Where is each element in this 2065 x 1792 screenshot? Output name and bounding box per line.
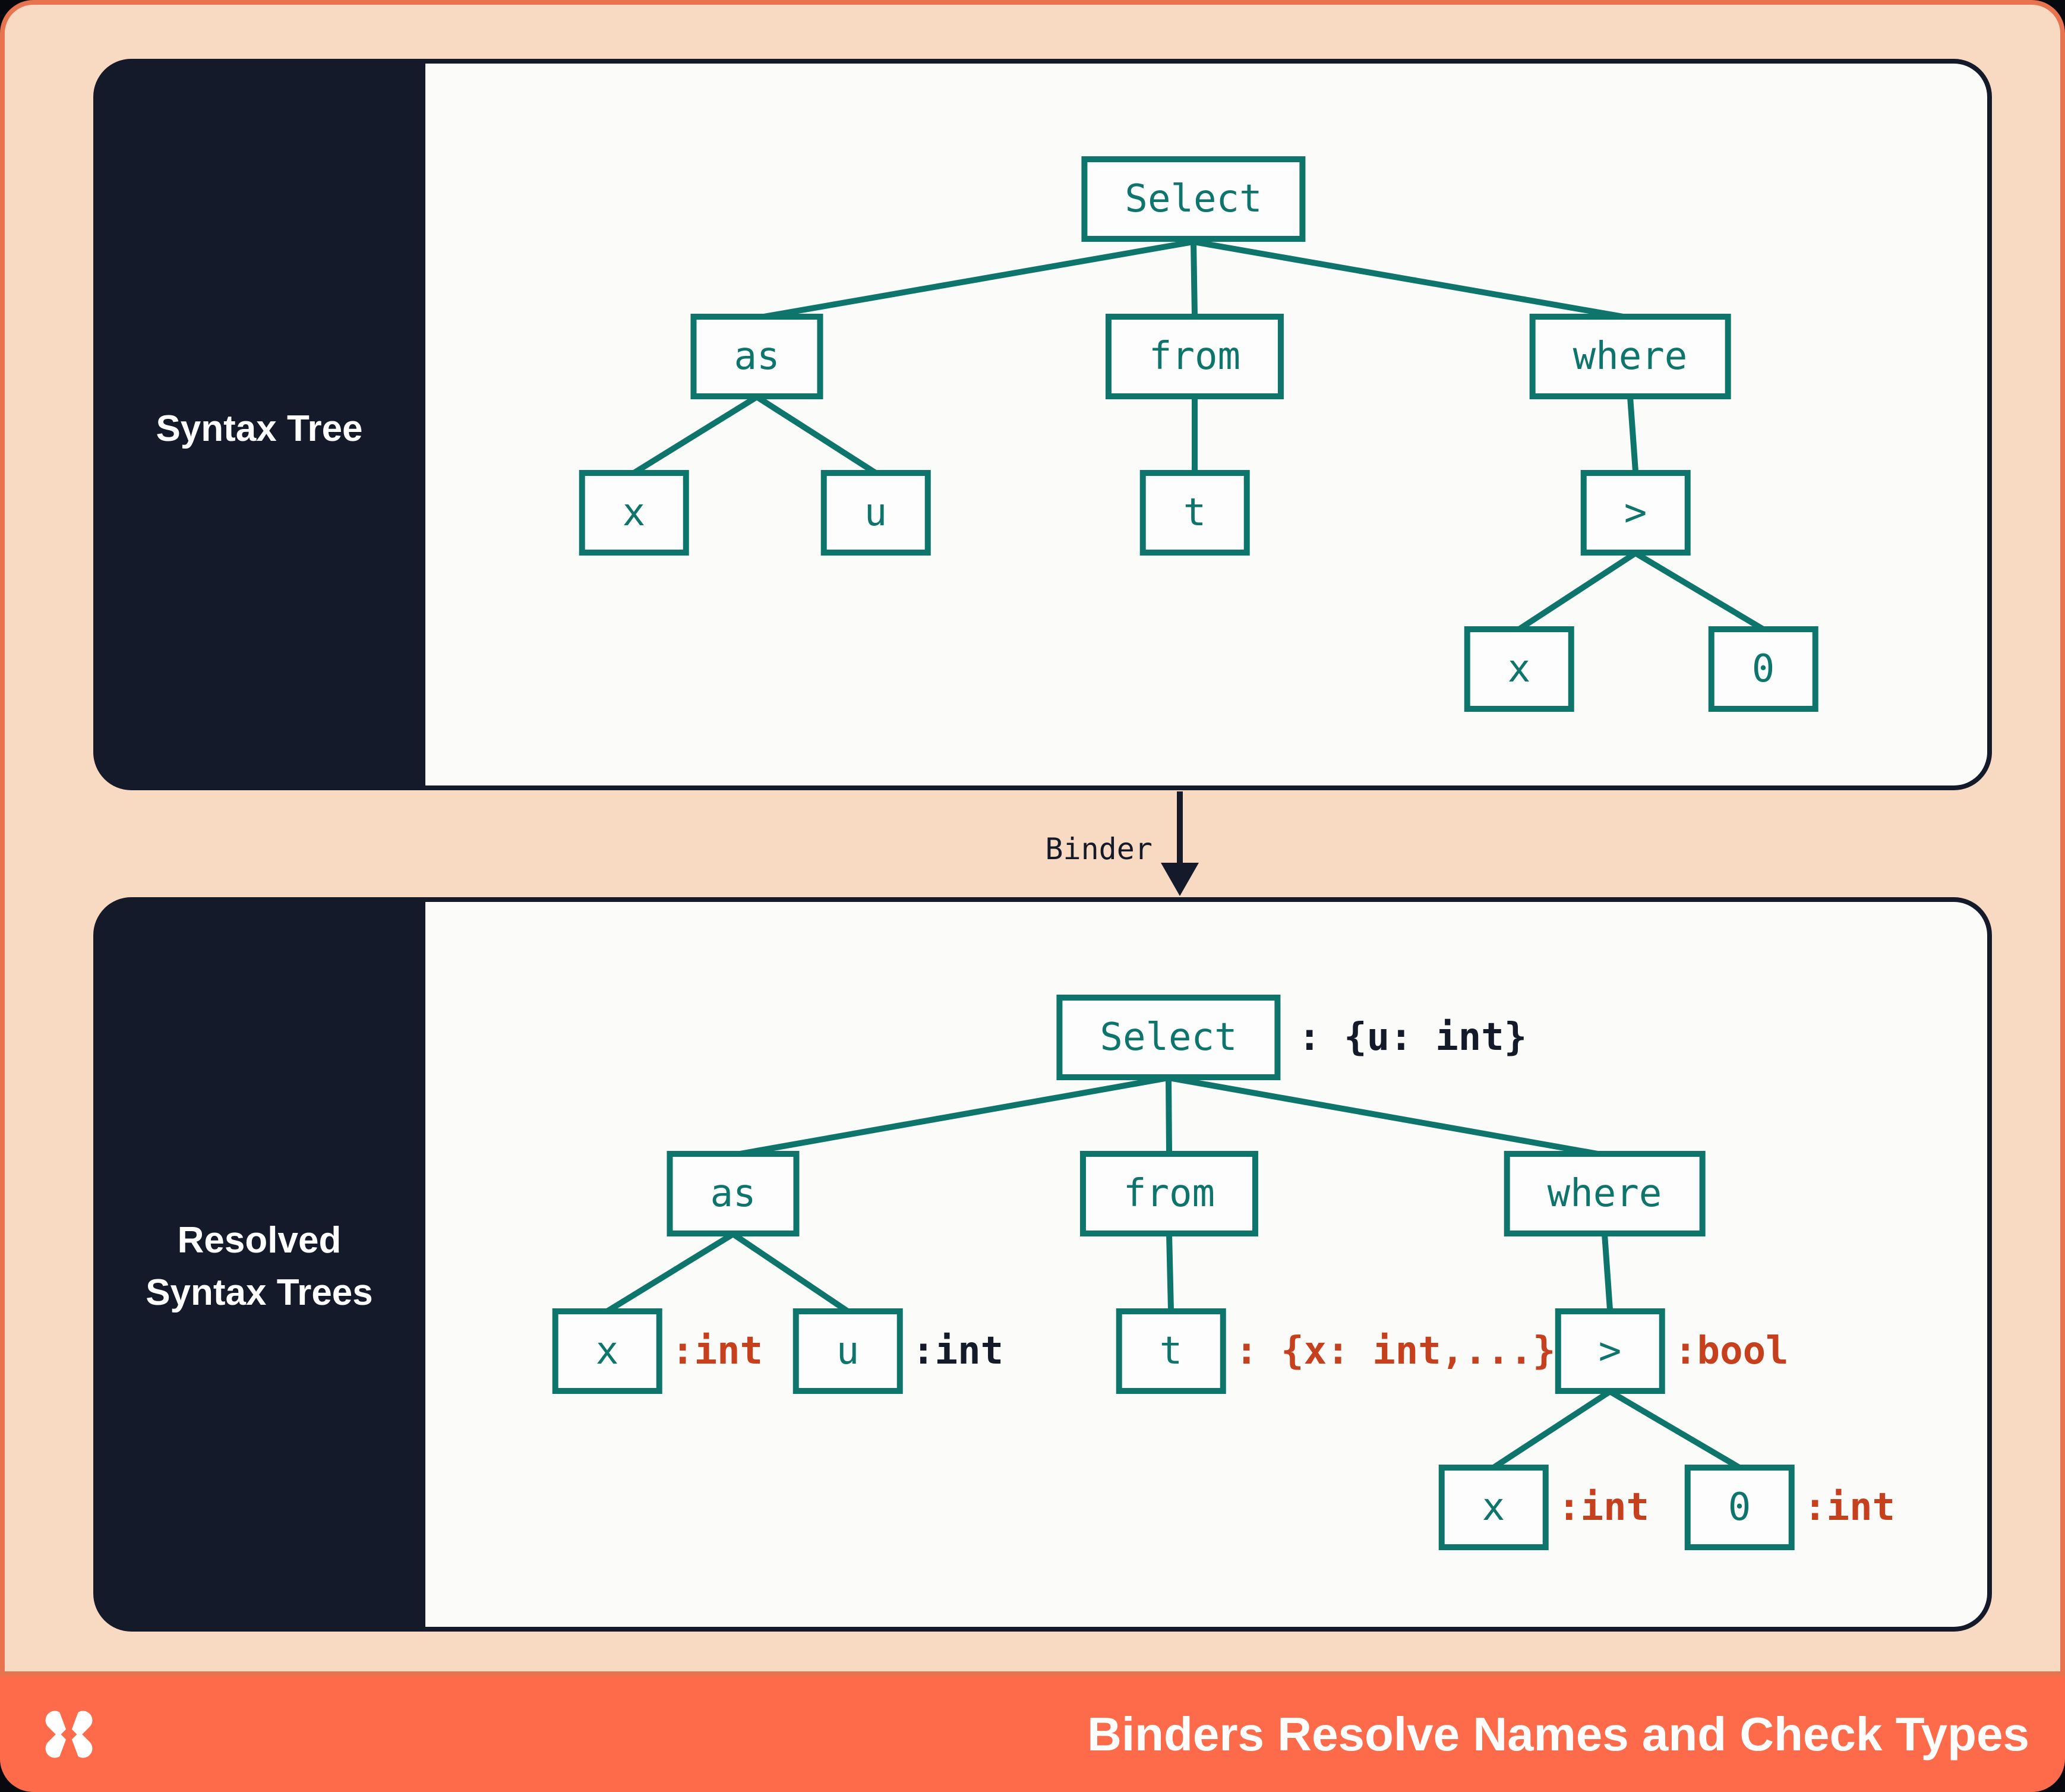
binder-arrow bbox=[1161, 791, 1199, 896]
tree1-node-where: where bbox=[1529, 314, 1731, 399]
tree1-node-t: t bbox=[1139, 470, 1250, 556]
tree2-node-x-left: x bbox=[552, 1308, 662, 1394]
pinwheel-x-logo-icon bbox=[45, 1705, 93, 1763]
tree1-node-gt: > bbox=[1580, 470, 1691, 556]
tree2-node-where: where bbox=[1504, 1151, 1706, 1236]
tree2-node-as: as bbox=[667, 1151, 800, 1236]
tree2-node-gt: > bbox=[1555, 1308, 1665, 1394]
resolved-panel-label: Resolved Syntax Trees bbox=[93, 1214, 425, 1319]
syntax-tree-panel-label: Syntax Tree bbox=[156, 408, 363, 449]
tree2-node-select: Select bbox=[1056, 995, 1281, 1080]
tree1-node-select: Select bbox=[1081, 156, 1306, 242]
tree1-node-from: from bbox=[1105, 314, 1284, 399]
resolved-panel-label-line1: Resolved bbox=[177, 1220, 342, 1261]
footer-bar: Binders Resolve Names and Check Types bbox=[0, 1671, 2065, 1792]
tree2-annotation-x-left: :int bbox=[671, 1329, 763, 1373]
tree2-annotation-zero: :int bbox=[1804, 1485, 1896, 1529]
tree1-node-x-right: x bbox=[1464, 626, 1574, 712]
tree2-annotation-gt: :bool bbox=[1674, 1329, 1789, 1373]
tree2-annotation-u: :int bbox=[912, 1329, 1004, 1373]
tree2-annotation-select: : {u: int} bbox=[1298, 1015, 1527, 1059]
binder-label: Binder bbox=[1045, 832, 1153, 866]
tree2-annotation-x-right: :int bbox=[1558, 1485, 1650, 1529]
tree1-node-u: u bbox=[820, 470, 931, 556]
tree2-annotation-t: : {x: int,...} bbox=[1235, 1329, 1556, 1373]
tree2-node-x-right: x bbox=[1438, 1465, 1549, 1550]
tree2-node-from: from bbox=[1079, 1151, 1259, 1236]
tree1-node-as: as bbox=[690, 314, 823, 399]
tree2-node-zero: 0 bbox=[1684, 1465, 1795, 1550]
resolved-panel-label-line2: Syntax Trees bbox=[146, 1272, 373, 1313]
tree1-node-x-left: x bbox=[579, 470, 689, 556]
tree2-node-u: u bbox=[792, 1308, 903, 1394]
footer-title: Binders Resolve Names and Check Types bbox=[1087, 1707, 2029, 1761]
tree1-node-zero: 0 bbox=[1708, 626, 1818, 712]
tree2-node-t: t bbox=[1116, 1308, 1226, 1394]
